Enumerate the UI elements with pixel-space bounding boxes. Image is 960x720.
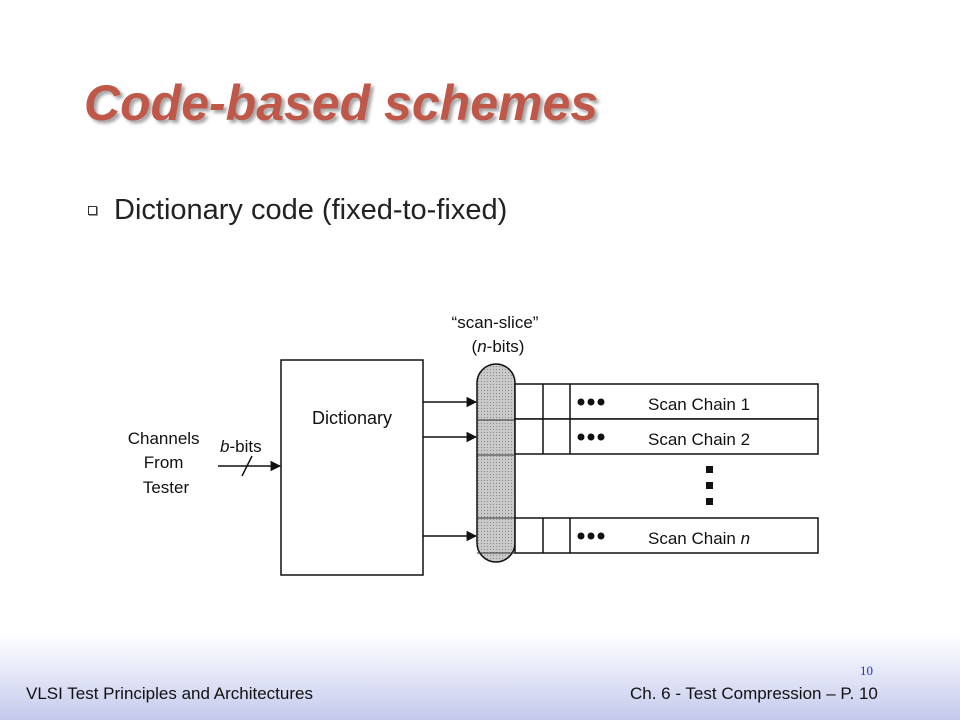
dictionary-code-diagram: “scan-slice” (n-bits) Dictionary Channel… (128, 313, 819, 576)
footer-chapter-page: Ch. 6 - Test Compression – P. 10 (630, 684, 878, 703)
scan-chain-row-2: Scan Chain 2 (514, 418, 819, 455)
vertical-ellipsis-dot (706, 482, 713, 489)
page-number: 10 (860, 663, 873, 678)
vertical-ellipsis-dot (706, 498, 713, 505)
vertical-ellipsis-dot (706, 466, 713, 473)
scan-chain-n-label: Scan Chain n (648, 529, 750, 548)
scan-chain-row-1: Scan Chain 1 (514, 383, 819, 420)
channels-label: Channels From Tester (128, 429, 205, 497)
slide-title: Code-based schemes (84, 75, 599, 131)
n-bits-label: (n-bits) (472, 337, 525, 356)
bullet-text: Dictionary code (fixed-to-fixed) (114, 194, 508, 226)
scan-chain-2-label: Scan Chain 2 (648, 430, 750, 449)
square-bullet-icon (88, 206, 97, 215)
scan-slice-capsule (476, 363, 516, 563)
dictionary-label: Dictionary (312, 408, 392, 428)
b-bits-label: b-bits (220, 437, 262, 456)
bullet-item: Dictionary code (fixed-to-fixed) (88, 194, 507, 227)
scan-slice-label: “scan-slice” (452, 313, 539, 332)
scan-chain-1-label: Scan Chain 1 (648, 395, 750, 414)
footer-course-title: VLSI Test Principles and Architectures (26, 684, 313, 703)
bus-width-slash (241, 455, 253, 477)
footer-band (0, 632, 960, 720)
scan-chain-row-n: Scan Chain n (514, 517, 819, 554)
dictionary-box (280, 359, 424, 576)
